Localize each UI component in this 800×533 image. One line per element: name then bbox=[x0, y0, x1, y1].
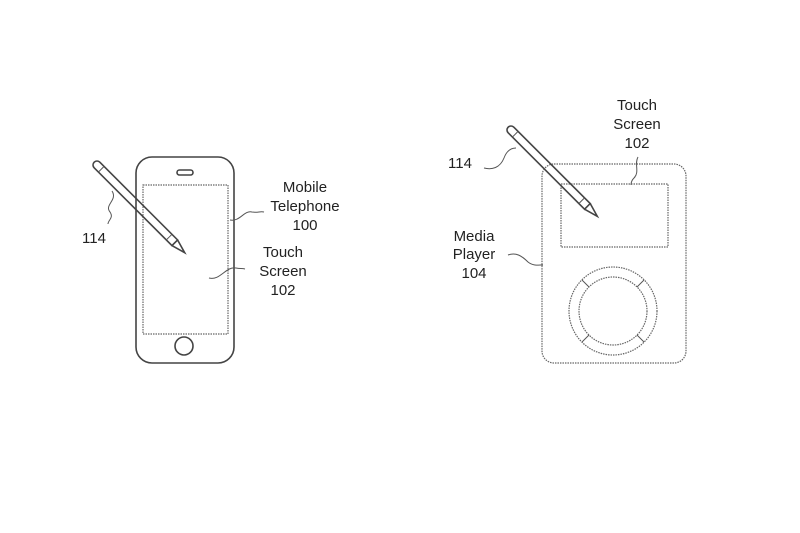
mobile-telephone bbox=[135, 156, 235, 364]
label-telephone: Telephone bbox=[270, 198, 339, 215]
ref-104: 104 bbox=[461, 265, 486, 282]
player-body bbox=[541, 163, 687, 364]
label-mobile: Mobile bbox=[283, 179, 327, 196]
leader-102-right bbox=[630, 156, 639, 186]
label-media: Media bbox=[454, 228, 496, 245]
click-wheel bbox=[568, 266, 658, 356]
leader-104 bbox=[507, 253, 544, 266]
label-screen-right: Screen bbox=[613, 116, 661, 133]
phone-home-button bbox=[174, 336, 194, 356]
leader-102-left bbox=[208, 267, 246, 279]
label-touch-right: Touch bbox=[617, 97, 657, 114]
leader-100 bbox=[229, 211, 265, 221]
player-touch-screen bbox=[560, 183, 669, 248]
label-screen-left: Screen bbox=[259, 263, 307, 280]
media-player bbox=[541, 163, 687, 364]
label-player: Player bbox=[453, 246, 496, 263]
ref-100: 100 bbox=[292, 217, 317, 234]
leader-114-left bbox=[107, 190, 114, 225]
ref-102-left: 102 bbox=[270, 282, 295, 299]
ref-102-right: 102 bbox=[624, 135, 649, 152]
leader-114-right bbox=[483, 147, 517, 170]
ref-114-left: 114 bbox=[82, 230, 106, 247]
phone-body bbox=[135, 156, 235, 364]
stylus-icon bbox=[92, 160, 187, 255]
label-touch-left: Touch bbox=[263, 244, 303, 261]
phone-speaker bbox=[176, 169, 194, 176]
phone-touch-screen bbox=[142, 184, 229, 335]
ref-114-right: 114 bbox=[448, 155, 472, 172]
stylus-icon bbox=[506, 125, 600, 219]
